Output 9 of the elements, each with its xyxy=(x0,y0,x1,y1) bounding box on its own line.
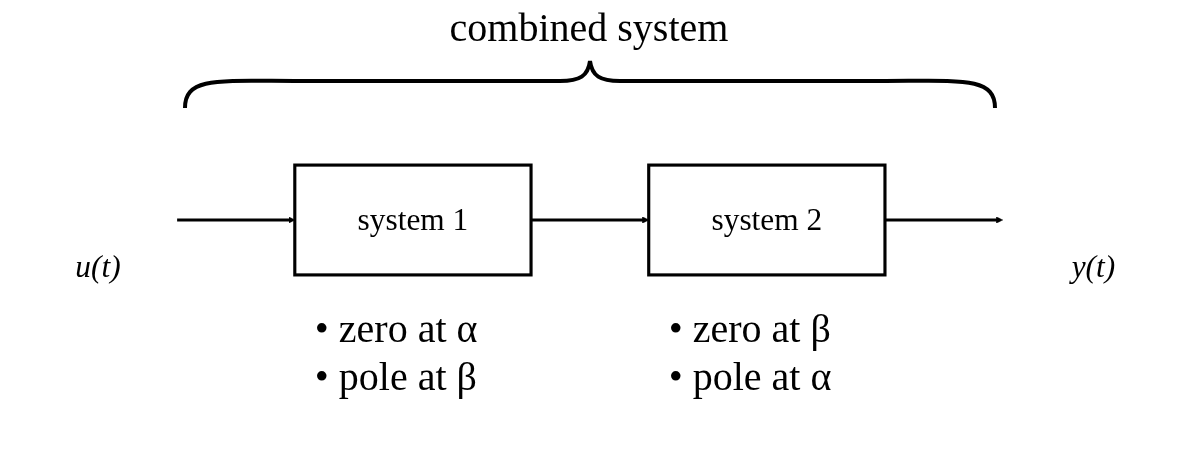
property-note: • zero at α xyxy=(314,304,478,353)
system-box: system 2 xyxy=(647,163,887,277)
property-note: • pole at α xyxy=(668,352,832,401)
bracket-label: combined system xyxy=(449,4,729,51)
property-note: • zero at β xyxy=(668,304,832,353)
system-box: system 1 xyxy=(293,163,533,277)
signal-label: u(t) xyxy=(75,249,121,285)
property-note: • pole at β xyxy=(314,352,478,401)
signal-label: y(t) xyxy=(1071,249,1116,285)
